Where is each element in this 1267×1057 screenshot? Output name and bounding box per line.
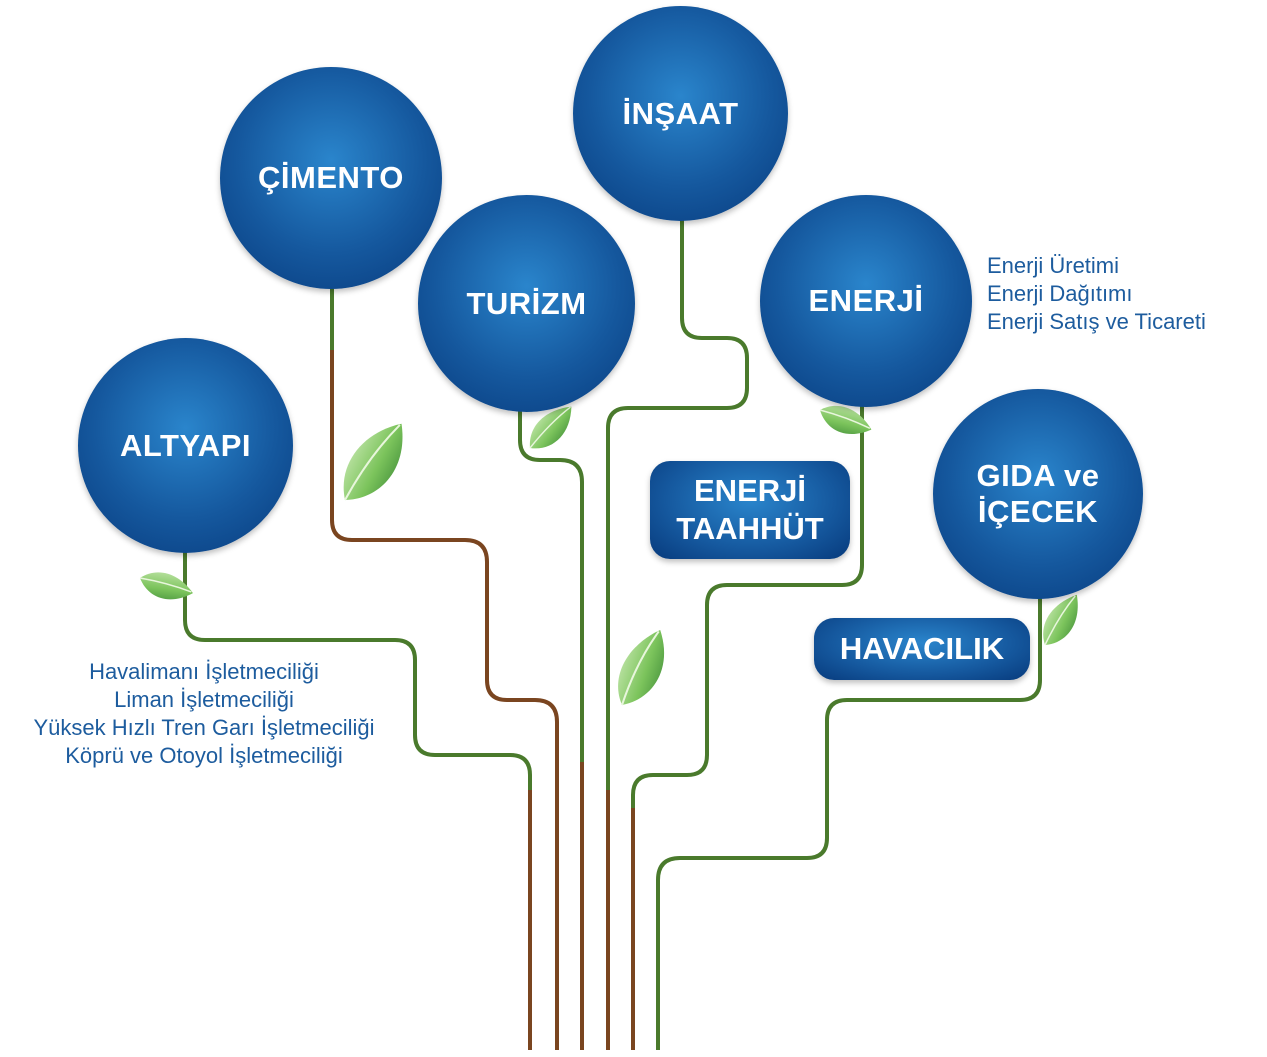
- node-enerji-taahhut-line1: ENERJİ: [694, 473, 806, 508]
- leaf-icon-2: [529, 406, 572, 449]
- stem-insaat-green: [606, 210, 749, 790]
- enerji-subitem: Enerji Dağıtımı: [987, 281, 1133, 306]
- node-gida: GIDA ve İÇECEK: [933, 389, 1143, 599]
- node-enerji-label: ENERJİ: [808, 283, 924, 318]
- leaf-icon-1: [343, 423, 403, 501]
- altyapi-subitem: Köprü ve Otoyol İşletmeciliği: [65, 743, 343, 768]
- stem-enerji-green: [631, 395, 864, 808]
- node-cimento-label: ÇİMENTO: [258, 160, 404, 195]
- node-havacilik-label: HAVACILIK: [839, 631, 1005, 666]
- leaf-icon-4: [618, 630, 665, 706]
- altyapi-subitems: Havalimanı İşletmeciliği Liman İşletmeci…: [0, 658, 408, 770]
- enerji-subitems: Enerji Üretimi Enerji Dağıtımı Enerji Sa…: [987, 252, 1206, 336]
- node-havacilik: HAVACILIK: [814, 618, 1030, 680]
- stem-turizm-green: [518, 400, 584, 762]
- node-turizm-label: TURİZM: [466, 285, 587, 321]
- stem-gida-green: [656, 585, 1042, 1050]
- altyapi-subitem: Yüksek Hızlı Tren Garı İşletmeciliği: [33, 715, 375, 740]
- node-insaat: İNŞAAT: [573, 6, 788, 221]
- stem-altyapi-green: [183, 540, 532, 1050]
- node-cimento: ÇİMENTO: [220, 67, 442, 289]
- stem-cimento-brown: [330, 350, 559, 1050]
- node-enerji-taahhut: ENERJİ TAAHHÜT: [650, 461, 850, 559]
- node-enerji: ENERJİ: [760, 195, 972, 407]
- leaf-icon-3: [139, 572, 193, 600]
- node-altyapi: ALTYAPI: [78, 338, 293, 553]
- node-enerji-taahhut-line2: TAAHHÜT: [676, 511, 824, 546]
- leaf-icon-5: [819, 406, 872, 434]
- node-gida-label-line1: GIDA ve: [976, 458, 1100, 493]
- node-altyapi-label: ALTYAPI: [120, 427, 251, 463]
- node-gida-label-line2: İÇECEK: [977, 494, 1099, 529]
- leaf-icon-6: [1043, 594, 1078, 646]
- enerji-subitem: Enerji Satış ve Ticareti: [987, 309, 1206, 334]
- enerji-subitem: Enerji Üretimi: [987, 253, 1120, 278]
- node-turizm: TURİZM: [418, 195, 635, 412]
- node-insaat-label: İNŞAAT: [622, 95, 739, 131]
- altyapi-subitem: Havalimanı İşletmeciliği: [89, 659, 319, 684]
- altyapi-subitem: Liman İşletmeciliği: [114, 687, 294, 712]
